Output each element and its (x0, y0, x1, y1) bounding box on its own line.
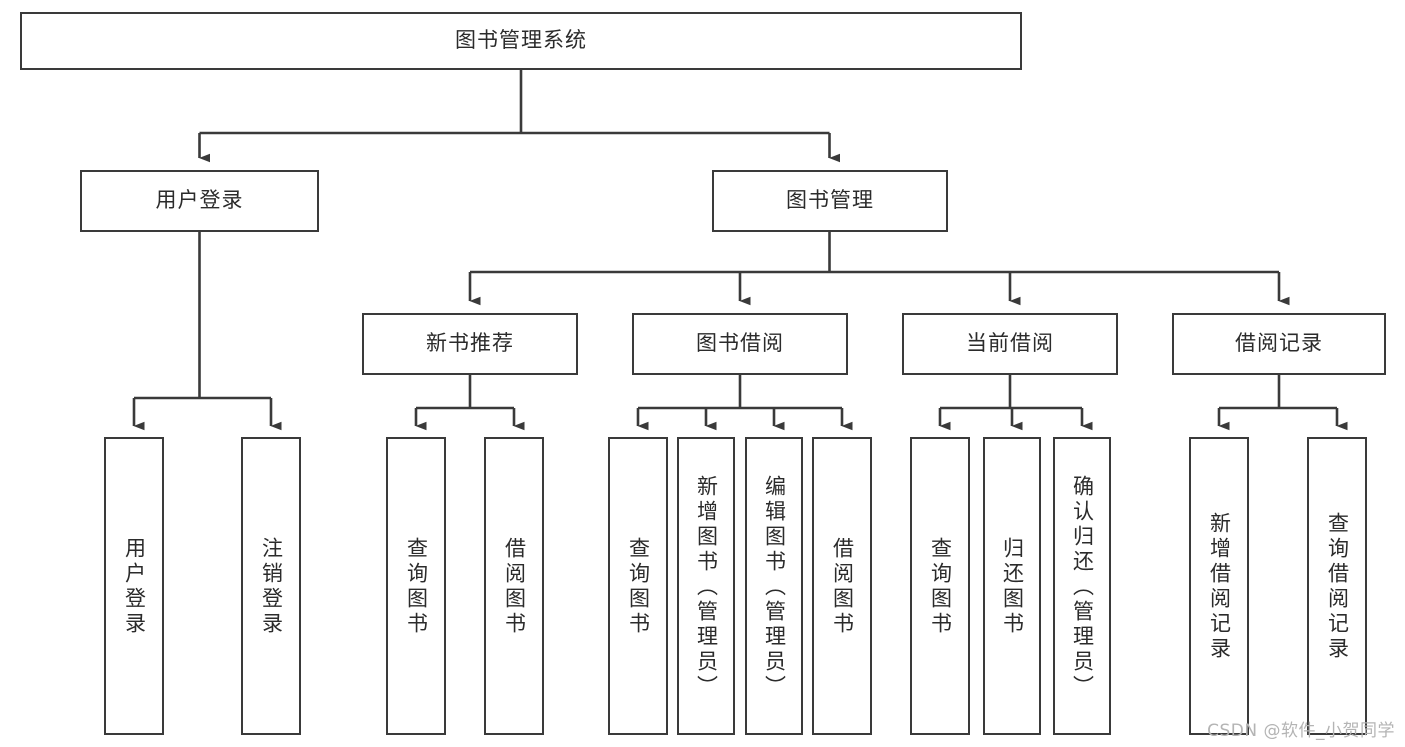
leaf-return-book[interactable]: 归还图书 (983, 437, 1041, 735)
node-user-login[interactable]: 用户登录 (80, 170, 319, 232)
leaf-query-book-3[interactable]: 查询图书 (910, 437, 970, 735)
node-label: 借阅图书 (502, 537, 527, 637)
leaf-logout[interactable]: 注销登录 (241, 437, 301, 735)
node-label: 新增图书（管理员） (694, 474, 719, 700)
node-label: 借阅记录 (1235, 331, 1323, 356)
leaf-query-record[interactable]: 查询借阅记录 (1307, 437, 1367, 735)
node-label: 编辑图书（管理员） (762, 474, 787, 700)
node-label: 查询图书 (404, 537, 429, 637)
node-label: 图书管理系统 (455, 28, 587, 53)
leaf-add-book[interactable]: 新增图书（管理员） (677, 437, 735, 735)
leaf-query-book-1[interactable]: 查询图书 (386, 437, 446, 735)
node-label: 归还图书 (1000, 537, 1025, 637)
node-book-borrow[interactable]: 图书借阅 (632, 313, 848, 375)
leaf-borrow-book-2[interactable]: 借阅图书 (812, 437, 872, 735)
node-label: 借阅图书 (830, 537, 855, 637)
node-label: 注销登录 (259, 537, 284, 637)
node-label: 查询图书 (928, 537, 953, 637)
node-label: 查询图书 (626, 537, 651, 637)
leaf-confirm-return[interactable]: 确认归还（管理员） (1053, 437, 1111, 735)
node-book-manage[interactable]: 图书管理 (712, 170, 948, 232)
node-root-system[interactable]: 图书管理系统 (20, 12, 1022, 70)
node-label: 新书推荐 (426, 331, 514, 356)
node-label: 图书借阅 (696, 331, 784, 356)
node-borrow-record[interactable]: 借阅记录 (1172, 313, 1386, 375)
node-current-borrow[interactable]: 当前借阅 (902, 313, 1118, 375)
node-label: 图书管理 (786, 188, 874, 213)
node-label: 新增借阅记录 (1207, 512, 1232, 662)
leaf-query-book-2[interactable]: 查询图书 (608, 437, 668, 735)
node-label: 用户登录 (122, 537, 147, 637)
node-label: 查询借阅记录 (1325, 512, 1350, 662)
leaf-user-login[interactable]: 用户登录 (104, 437, 164, 735)
node-label: 用户登录 (155, 188, 244, 213)
leaf-add-record[interactable]: 新增借阅记录 (1189, 437, 1249, 735)
node-label: 确认归还（管理员） (1070, 474, 1095, 700)
leaf-borrow-book-1[interactable]: 借阅图书 (484, 437, 544, 735)
node-new-book-recommend[interactable]: 新书推荐 (362, 313, 578, 375)
leaf-edit-book[interactable]: 编辑图书（管理员） (745, 437, 803, 735)
node-label: 当前借阅 (966, 331, 1054, 356)
